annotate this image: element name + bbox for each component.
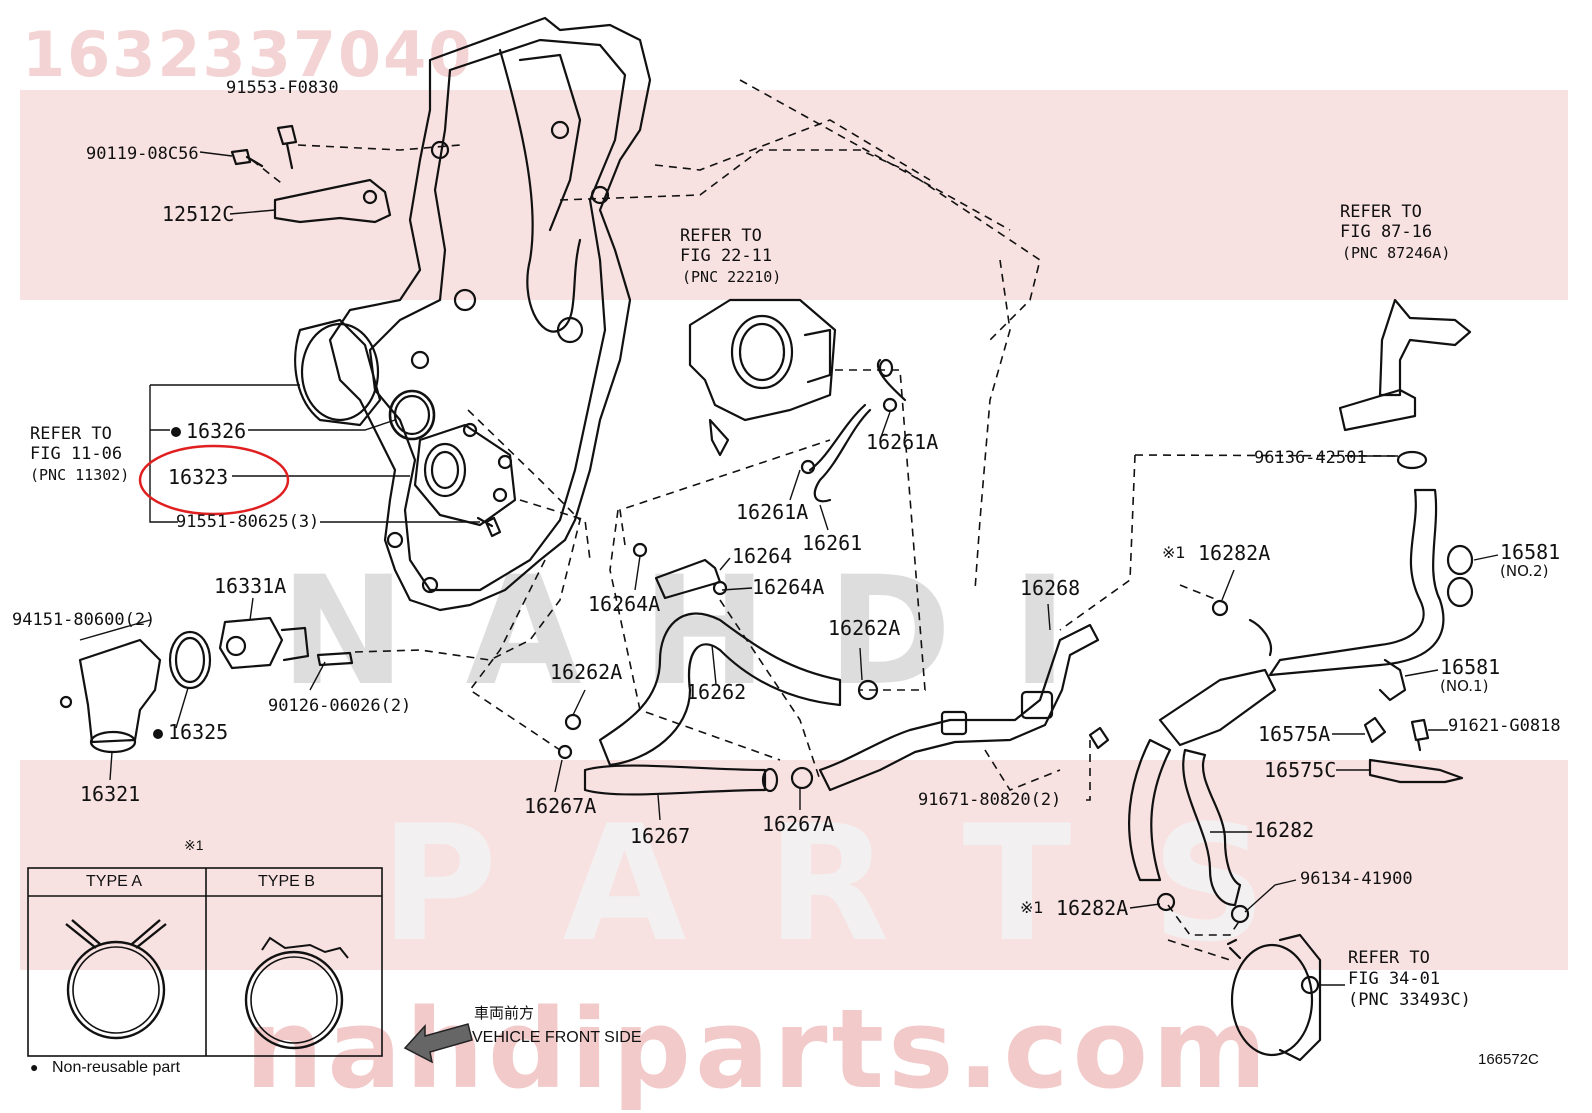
label-16581-no1: 16581 — [1440, 655, 1501, 679]
oil-cooler — [1230, 943, 1314, 1057]
label-16262a-left: 16262A — [550, 660, 623, 684]
label-16261a-mid: 16261A — [736, 500, 809, 524]
label-16262a-right: 16262A — [828, 616, 901, 640]
watermark-band-bottom — [20, 760, 1568, 970]
clamp-types-box — [27, 867, 383, 1057]
label-16264a-right: 16264A — [752, 575, 825, 599]
timing-cover — [328, 16, 652, 612]
label-16581-no2: 16581 — [1500, 540, 1561, 564]
label-16323: 16323 — [168, 465, 229, 489]
direction-cjk: 車両前方 — [474, 1004, 535, 1022]
ref-fig87-line2: FIG 87-16 — [1340, 222, 1433, 242]
label-90119: 90119-08C56 — [86, 144, 199, 164]
watermark-line1: NAHDI — [280, 545, 1128, 719]
label-16262: 16262 — [686, 680, 747, 704]
gasket-16325 — [168, 630, 212, 690]
label-94151: 94151-80600(2) — [12, 610, 156, 630]
label-96134: 96134-41900 — [1300, 869, 1413, 889]
water-pump — [294, 318, 382, 427]
hose-16262 — [598, 612, 842, 767]
label-91551: 91551-80625(3) — [176, 512, 320, 532]
label-16264: 16264 — [732, 544, 793, 568]
ref-fig34-line3: (PNC 33493C) — [1348, 990, 1471, 1010]
label-16331a: 16331A — [214, 574, 287, 598]
ref-fig22-line1: REFER TO — [680, 226, 762, 246]
label-16282a-bottom: 16282A — [1056, 896, 1129, 920]
ref-fig11-line1: REFER TO — [30, 424, 112, 444]
label-16261: 16261 — [802, 531, 863, 555]
clamp-type-b-label: TYPE B — [258, 873, 315, 890]
label-16321: 16321 — [80, 782, 141, 806]
thermostat-16331a — [218, 616, 284, 670]
label-12512c: 12512C — [162, 202, 235, 226]
label-16575c: 16575C — [1264, 758, 1337, 782]
watermark-line2: PARTS — [380, 790, 1347, 977]
label-16581-no1-sub: (NO.1) — [1440, 677, 1489, 695]
label-16282: 16282 — [1254, 818, 1315, 842]
front-arrow — [403, 1023, 473, 1064]
hose-16264 — [654, 558, 722, 600]
ref-fig22-line2: FIG 22-11 — [680, 246, 773, 266]
watermark-band-top — [20, 90, 1568, 300]
watermark-part-number: 1632337040 — [22, 18, 474, 91]
label-16264a-left: 16264A — [588, 592, 661, 616]
label-16581-no2-sub: (NO.2) — [1500, 562, 1549, 580]
label-16267a-right: 16267A — [762, 812, 835, 836]
gasket-16326 — [388, 389, 436, 441]
label-16261a-top: 16261A — [866, 430, 939, 454]
water-inlet-16323 — [413, 423, 517, 527]
label-96136: 96136-42501 — [1254, 448, 1367, 468]
label-16268: 16268 — [1020, 576, 1081, 600]
clamp-type-a-label: TYPE A — [86, 873, 143, 890]
label-16575a: 16575A — [1258, 722, 1331, 746]
throttle-body — [688, 298, 837, 422]
label-90126: 90126-06026(2) — [268, 696, 412, 716]
hose-16267 — [583, 764, 767, 796]
label-91671: 91671-80820(2) — [918, 790, 1062, 810]
ref-fig87-line3: (PNC 87246A) — [1342, 244, 1451, 262]
pipe-16268 — [818, 623, 1100, 792]
legend-bullet: ● — [30, 1059, 39, 1075]
diagram-id: 166572C — [1478, 1051, 1539, 1068]
ref-fig34-line2: FIG 34-01 — [1348, 969, 1441, 989]
ref-fig11-line2: FIG 11-06 — [30, 444, 123, 464]
hose-16282 — [1158, 668, 1277, 747]
clamp-box-mark: ※1 — [184, 837, 204, 853]
legend-text: Non-reusable part — [52, 1059, 181, 1076]
ref-fig22-line3: (PNC 22210) — [682, 268, 782, 286]
hose-16261 — [813, 358, 907, 503]
mark-top: ※1 — [1162, 543, 1186, 562]
direction-text: VEHICLE FRONT SIDE — [472, 1029, 642, 1046]
bracket-12512c — [273, 178, 392, 224]
label-16282a-top: 16282A — [1198, 541, 1271, 565]
label-91553: 91553-F0830 — [226, 78, 339, 98]
inlet-16321 — [78, 638, 162, 744]
ref-fig87-line1: REFER TO — [1340, 202, 1422, 222]
label-16267: 16267 — [630, 824, 691, 848]
label-91621: 91621-G0818 — [1448, 716, 1561, 736]
highlight-16323 — [138, 444, 290, 516]
hose-87246a — [1378, 298, 1472, 397]
label-16326: 16326 — [186, 419, 247, 443]
label-16267a-left: 16267A — [524, 794, 597, 818]
ref-fig11-line3: (PNC 11302) — [30, 466, 130, 484]
ref-fig34-line1: REFER TO — [1348, 948, 1430, 968]
label-16325: 16325 — [168, 720, 229, 744]
mark-bottom: ※1 — [1020, 898, 1044, 917]
